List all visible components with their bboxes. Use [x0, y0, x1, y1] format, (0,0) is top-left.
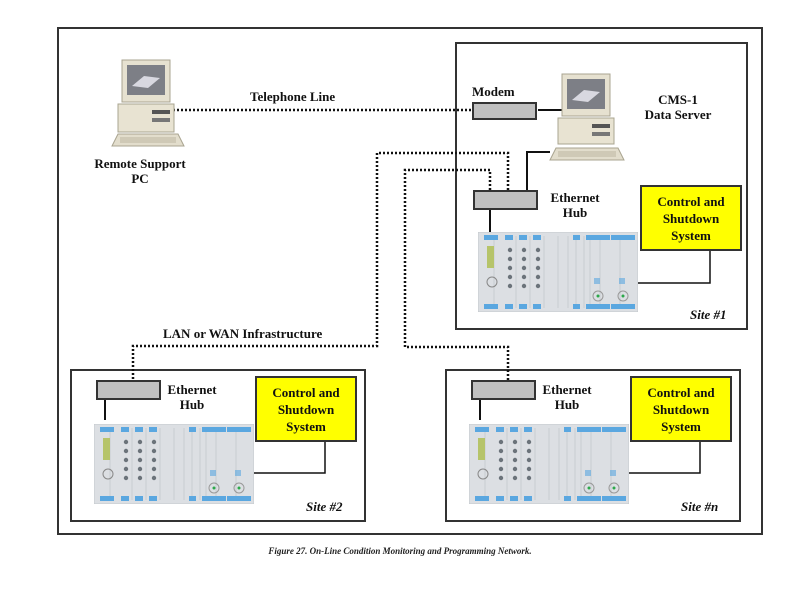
site2-ethernet-hub: [96, 380, 161, 400]
desktop-computer-icon: [111, 59, 185, 147]
site1-control-shutdown-system: Control and Shutdown System: [640, 185, 742, 251]
siten-hub-label: Ethernet Hub: [542, 382, 592, 412]
figure-caption: Figure 27. On-Line Condition Monitoring …: [268, 546, 532, 556]
outer-frame: [57, 27, 763, 535]
modem: [472, 102, 537, 120]
site1-label: Site #1: [690, 307, 727, 322]
telephone-line-label: Telephone Line: [250, 89, 336, 104]
site2-monitoring-rack: [93, 423, 255, 505]
siten-label: Site #n: [681, 499, 719, 514]
site2-box: [70, 369, 366, 522]
lan-wan-label: LAN or WAN Infrastructure: [163, 326, 323, 341]
lan-wan-line-site2: [131, 151, 510, 380]
modem-label: Modem: [472, 84, 515, 99]
site2-hub-label: Ethernet Hub: [167, 382, 217, 412]
remote-pc: [110, 58, 190, 153]
server-hub-link: [526, 151, 550, 190]
desktop-computer-icon: [549, 73, 625, 161]
site1-box: [455, 42, 748, 330]
site1-ethernet-hub: [473, 190, 538, 210]
cms1-label: CMS-1 Data Server: [644, 92, 712, 122]
siten-box: [445, 369, 741, 522]
cms1-data-server: [548, 72, 628, 164]
siten-ethernet-hub: [471, 380, 536, 400]
remote-pc-label: Remote Support PC: [94, 156, 186, 186]
site2-control-shutdown-system: Control and Shutdown System: [255, 376, 357, 442]
siten-control-shutdown-system: Control and Shutdown System: [630, 376, 732, 442]
monitoring-rack-icon: [93, 423, 255, 505]
site2-label: Site #2: [306, 499, 343, 514]
monitoring-rack-icon: [468, 423, 630, 505]
monitoring-rack-icon: [477, 231, 639, 313]
siten-monitoring-rack: [468, 423, 630, 505]
lan-wan-line-siten: [403, 168, 510, 380]
site1-hub-label: Ethernet Hub: [550, 190, 600, 220]
site1-monitoring-rack: [477, 231, 639, 313]
